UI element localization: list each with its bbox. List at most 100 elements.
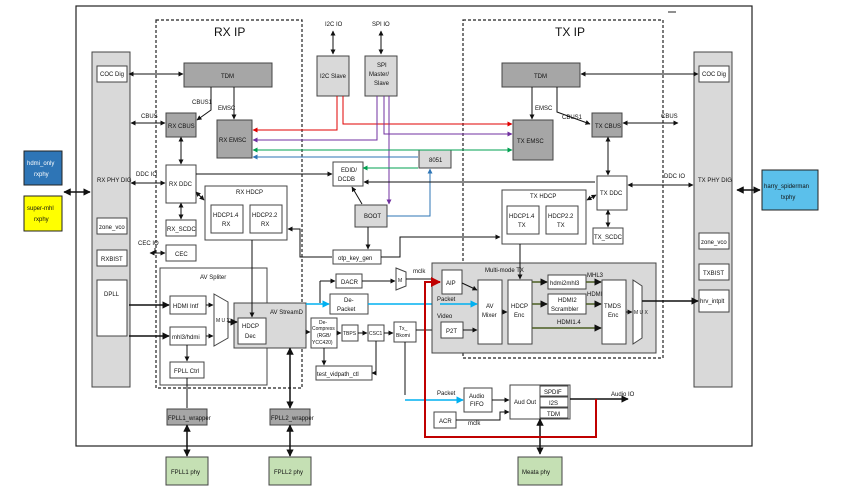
tx-tdm-cbus-line [556, 87, 591, 125]
rx-ddc-hdcp-line [195, 191, 205, 201]
rx-ddc-io-label: DDC IO [136, 172, 157, 178]
tx-zone-vco-label: zone_vco [701, 240, 727, 246]
otp-key-label: otp_key_gen [338, 256, 372, 262]
rx-cbus-block [165, 112, 197, 138]
rx-cbus1-label: CBUS1 [192, 100, 213, 106]
rx-hdcp22-block [249, 204, 283, 234]
tx-emsc-label: TX EMSC [517, 139, 544, 145]
dark-red-audio-loop [424, 277, 597, 438]
tx-emsc-block [512, 119, 554, 161]
red-bus-tx [342, 96, 513, 127]
edid-label-1: EDID/ [341, 168, 357, 174]
tx-bridge-block [393, 321, 417, 343]
audio-fifo-label-2: FIFO [470, 402, 484, 408]
csc-label: CSC1 [369, 331, 383, 337]
hdcp-enc-label-2: Enc [514, 313, 524, 319]
tx-phy-dig-column [693, 51, 733, 388]
tx-scdc-block [592, 227, 624, 245]
tmds-enc-label-2: Enc [608, 313, 618, 319]
tx-cbus-io-label: CBUS [661, 114, 678, 120]
tx-hdcp-ddc-line [586, 194, 597, 201]
cec-io-label: CEC IO [138, 241, 159, 247]
audio-packet-label: Packet [437, 391, 456, 397]
dacr-label: DACR [341, 280, 359, 286]
tx-intplt-label: hrv_intplt [700, 299, 725, 305]
fpll2-wrapper-label: FPLL2_wrapper [271, 416, 314, 422]
tx-hdcp22-block [545, 205, 579, 235]
rx-tdm-cbus-line [196, 87, 212, 121]
meata-phy-block [517, 456, 563, 486]
tx-bridge-label-2: Bkomi [396, 333, 410, 339]
tx-hdcp22-label-1: HDCP2.2 [548, 214, 574, 220]
rx-bist [96, 249, 128, 267]
rx-scdc-label: RX_SCDC [167, 227, 196, 233]
otp-tx-hdcp-line [381, 234, 501, 258]
aud-out-label: Aud Out [514, 400, 536, 406]
audio-io-label: Audio IO [611, 392, 635, 398]
rx-cbus-label: RX CBUS [168, 124, 195, 130]
tx-zone-vco [698, 232, 730, 250]
hdcp-dec-label-2: Dec [245, 334, 256, 340]
audio-mclk-label: mclk [468, 421, 481, 427]
tx-cbus-block [591, 112, 623, 138]
tx-ip-title: TX IP [555, 25, 585, 39]
rx-dpll [96, 279, 128, 337]
rx-tdm-label: TDM [221, 74, 234, 80]
depacket-label-1: De- [344, 298, 354, 304]
tx-bist-label: TXBIST [703, 271, 724, 277]
depacket-label-2: Packet [337, 307, 356, 313]
mhl3-label: MHL3 [587, 273, 604, 279]
rx-zone-vco [96, 217, 128, 235]
spi-label-1: SPI [377, 63, 387, 69]
tx-output-mux-label: M U X [634, 310, 649, 316]
fpll-ctrl-label: FPLL Ctrl [174, 369, 199, 375]
tx-bist [698, 263, 730, 281]
rx-hdcp-title: RX HDCP [236, 190, 263, 196]
tx-phy-block [761, 169, 819, 211]
otp-rx-hdcp-line [287, 226, 332, 258]
rx-hdcp22-label-1: HDCP2.2 [252, 213, 278, 219]
rx-tdm-block [183, 62, 273, 88]
mcu-8051-label: 8051 [429, 158, 443, 164]
red-bus-rx [252, 96, 338, 133]
av-mixer-label-2: Mixer [482, 313, 497, 319]
tmds-enc-block [601, 279, 627, 345]
video-label: Video [437, 314, 453, 320]
tmds-enc-label-1: TMDS [604, 304, 621, 310]
rx-ip-region [155, 19, 303, 389]
tx-intplt [698, 289, 730, 313]
mclk-mux [395, 267, 407, 291]
hdmi-intf-label: HDMI Intf [173, 304, 199, 310]
mhl-hdmi-label: mhl3/hdmi [172, 335, 200, 341]
tx-coc-dig [698, 65, 730, 83]
rx-ip-title: RX IP [214, 25, 245, 39]
fpll1-phy-block [165, 456, 209, 486]
hdmi2mhl3-label: hdmi2mhl3 [550, 281, 580, 287]
tx-hdcp14-block [506, 205, 540, 235]
rx-zone-vco-label: zone_vco [99, 225, 125, 231]
rx-coc-dig-label: COC Dig [100, 72, 124, 78]
rx-ddc-label: RX DDC [169, 182, 193, 188]
tx-hdcp14-label-2: TX [518, 223, 526, 229]
rx-emsc-small-label: EMSC [218, 106, 236, 112]
decompress-label-2: Compress [312, 326, 335, 332]
tx-phy-label-2: txphy [781, 195, 795, 201]
spi-block [364, 55, 398, 97]
av-stream-label: AV StreamD [270, 310, 304, 316]
i2c-slave-block [316, 55, 350, 97]
tx-tdm-label: TDM [534, 74, 547, 80]
rx-cbus-io-label: CBUS [141, 114, 158, 120]
tx-phy-dig-title: TX PHY DIG [698, 178, 732, 184]
rx-scdc-block [165, 219, 197, 237]
hdcp-dec-block [237, 317, 267, 345]
p2t-label: P2T [446, 329, 457, 335]
av-mixer-label-1: AV [486, 304, 494, 310]
aip-block [441, 269, 463, 295]
decompress-label-3: (RGB/ [317, 333, 332, 339]
hdcp-enc-block [507, 279, 533, 345]
purple-bus [252, 96, 378, 143]
av-splitter-title: AV Spliter [200, 275, 226, 281]
rx-dpll-label: DPLL [104, 292, 120, 298]
aip-label: AIP [446, 281, 456, 287]
i2c-slave-label: I2C Slave [320, 74, 347, 80]
